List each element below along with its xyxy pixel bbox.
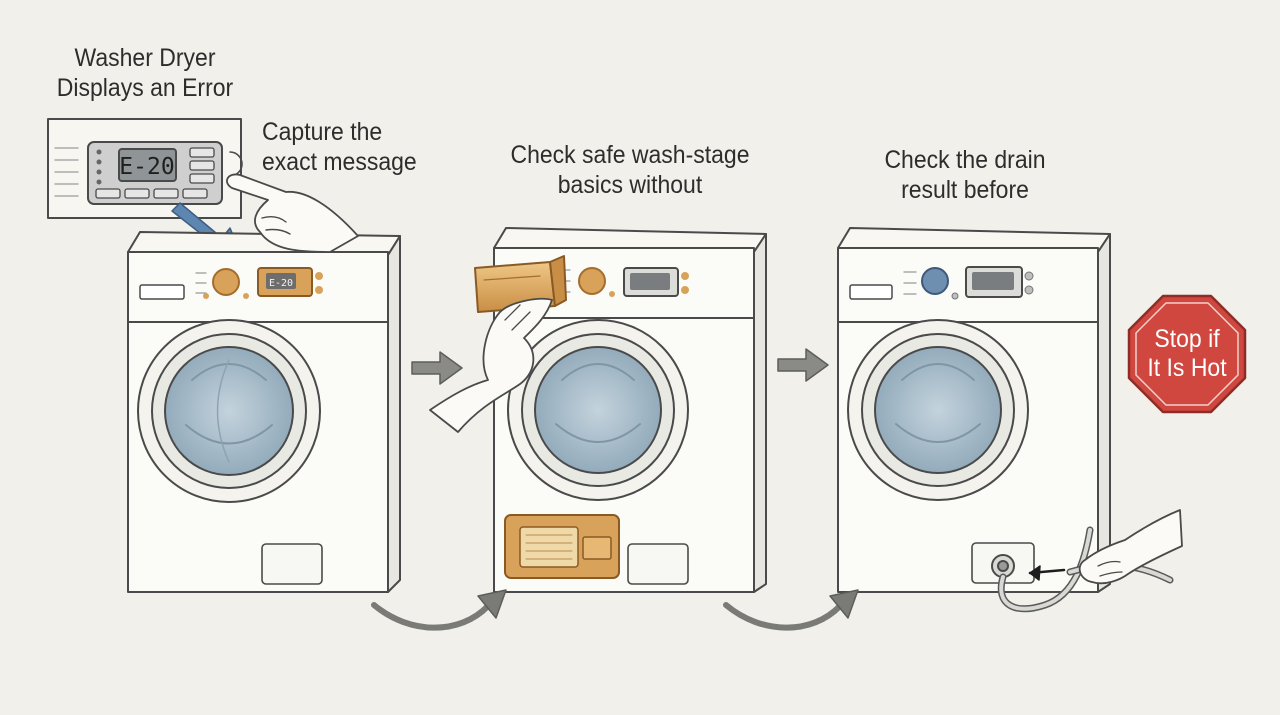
curved-arrow-2	[723, 589, 859, 631]
straight-arrow-1	[411, 351, 463, 385]
washer-step-3	[837, 227, 1174, 613]
hand-pulling-drawer	[429, 297, 553, 433]
panel-display-code: E-20	[269, 278, 293, 289]
pointing-hand	[226, 173, 359, 253]
stop-sign-icon	[1127, 294, 1247, 414]
curved-arrow-1	[371, 589, 507, 631]
hand-holding-hose	[1078, 509, 1183, 585]
zoom-display-code: E-20	[119, 154, 174, 180]
washer-step-2	[474, 227, 767, 593]
zoomed-control-panel: E-20	[47, 118, 243, 219]
washer-step-1: E-20	[127, 231, 401, 593]
straight-arrow-2	[777, 348, 829, 382]
